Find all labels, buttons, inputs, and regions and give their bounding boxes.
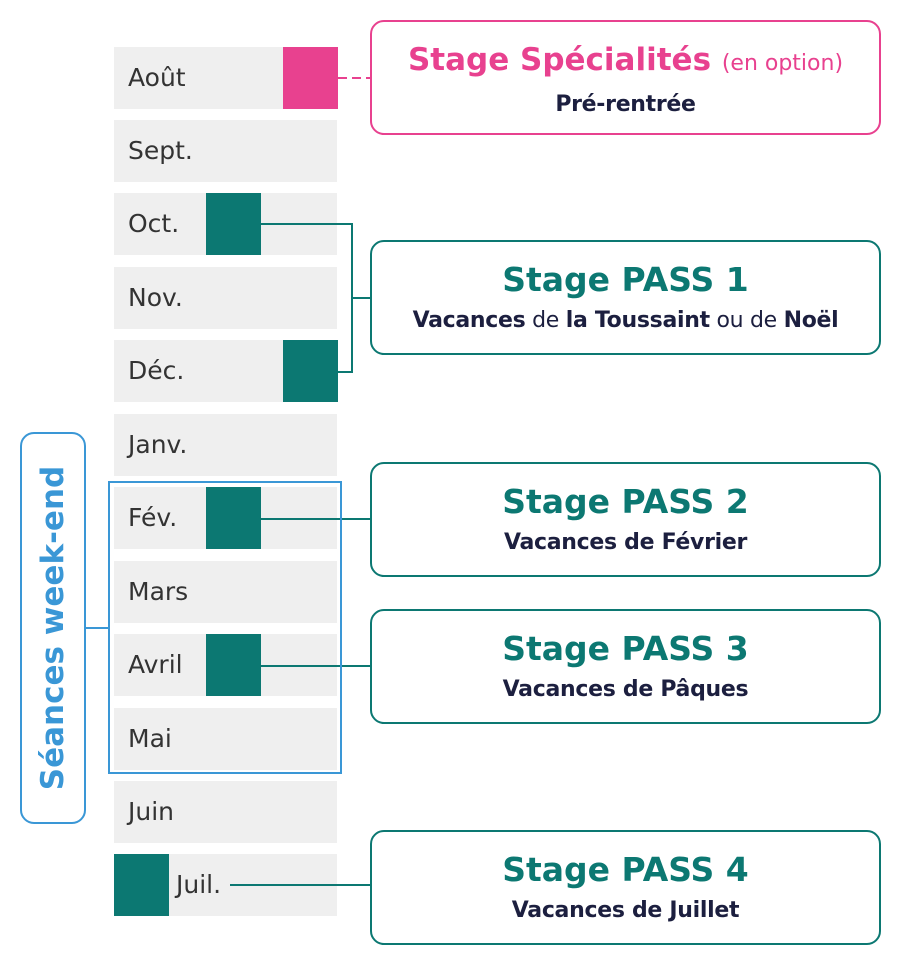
connector-pass1 [261,223,353,373]
marker-pass1-oct [206,193,261,255]
stage-pass3-title: Stage PASS 3 [502,629,749,668]
stage-pass1-sub-vacances: Vacances [412,308,526,333]
stage-pass1-sub-noel: Noël [783,308,839,333]
month-mai: Mai [114,708,337,770]
stage-pass2-subtitle: Vacances de Février [503,530,748,555]
stage-pass2-title: Stage PASS 2 [502,482,749,521]
stage-pass1-sub-oude: ou de [709,308,784,333]
month-label: Sept. [128,136,193,165]
weekend-tag [20,432,86,824]
stage-pass3-box: Stage PASS 3 Vacances de Pâques [370,609,881,724]
month-label: Déc. [128,356,185,385]
month-label: Mai [128,724,172,753]
weekend-range-box [108,481,342,774]
stage-specialites-title-text: Stage Spécialités [407,42,712,78]
month-nov: Nov. [114,267,337,329]
stage-pass2-box: Stage PASS 2 Vacances de Février [370,462,881,577]
stage-pass4-subtitle: Vacances de Juillet [511,898,740,923]
marker-pass2 [206,487,261,549]
month-sept: Sept. [114,120,337,182]
stage-pass4-title: Stage PASS 4 [502,850,749,889]
month-label: Nov. [128,283,183,312]
month-mars: Mars [114,561,337,623]
weekend-label: Séances week-end [35,465,71,791]
marker-pass3 [206,634,261,696]
month-janv: Janv. [114,414,337,476]
marker-pass4 [114,854,169,916]
month-label: Oct. [128,209,180,238]
month-label: Janv. [128,430,188,459]
month-juin: Juin [114,781,337,843]
stage-specialites-subtitle: Pré-rentrée [555,92,696,117]
month-label: Fév. [128,503,178,532]
month-label: Juil. [176,870,222,899]
stage-pass1-sub-de: de [525,308,566,333]
month-label: Mars [128,577,189,606]
month-label: Avril [128,650,183,679]
stage-specialites-box: Stage Spécialités (en option) Pré-rentré… [370,20,881,135]
stage-pass1-box: Stage PASS 1 Vacances de la Toussaint ou… [370,240,881,355]
stage-pass3-subtitle: Vacances de Pâques [502,677,749,702]
marker-specialites [283,47,338,109]
stage-pass4-box: Stage PASS 4 Vacances de Juillet [370,830,881,945]
marker-pass1-dec [283,340,338,402]
stage-pass1-subtitle: Vacances de la Toussaint ou de Noël [372,306,879,336]
stage-pass1-title: Stage PASS 1 [502,260,749,299]
stage-specialites-title: Stage Spécialités (en option) [372,40,879,84]
month-label: Juin [128,797,175,826]
stage-pass1-sub-toussaint: la Toussaint [565,308,710,333]
month-label: Août [128,63,186,92]
stage-specialites-option: (en option) [721,51,844,76]
